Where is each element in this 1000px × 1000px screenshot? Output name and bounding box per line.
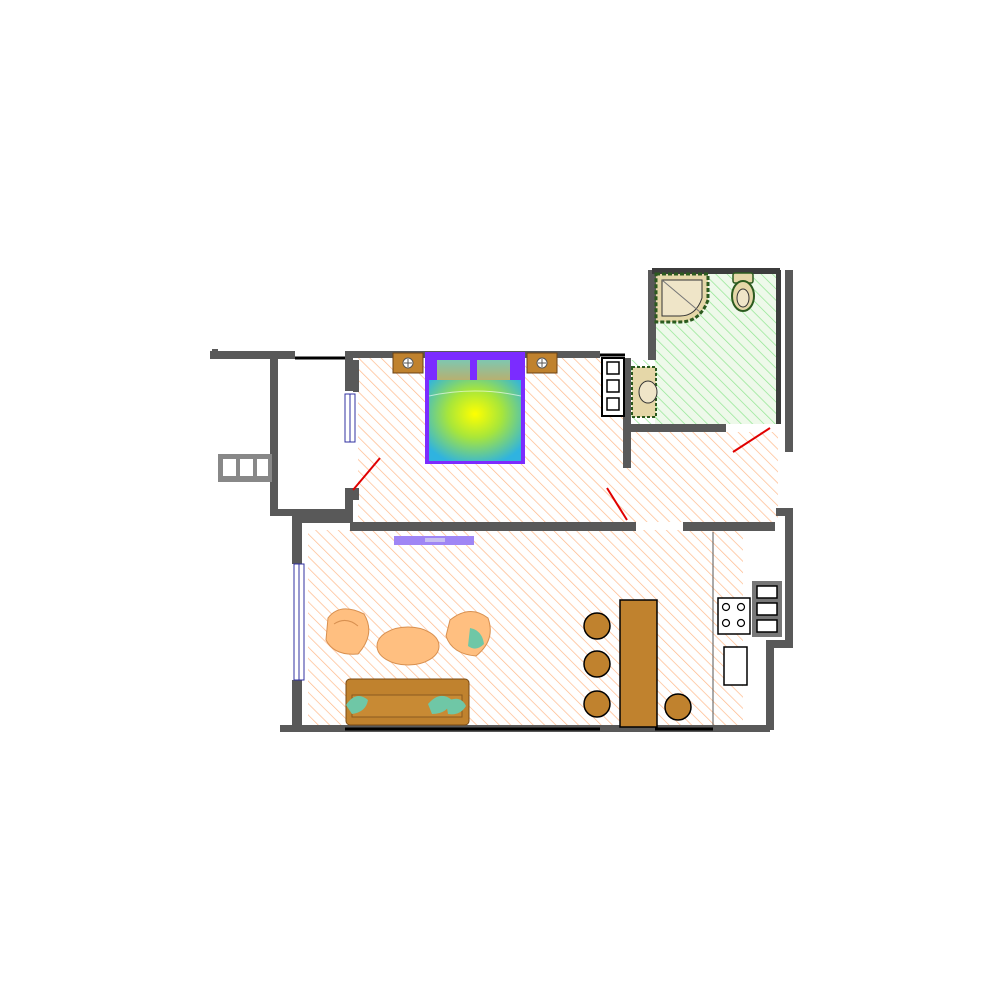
bedroom-radiator-icon: [601, 357, 625, 417]
stool-icon: [583, 612, 611, 640]
toilet-icon: [731, 272, 755, 312]
armchair-right-icon: [445, 611, 491, 657]
walls: [210, 268, 793, 732]
kitchen-radiator-icon: [752, 581, 782, 637]
cushion-icon: [346, 696, 368, 714]
stool-icon: [583, 650, 611, 678]
windows: [293, 393, 356, 681]
hall-floor: [628, 432, 778, 522]
stool-icon: [664, 693, 692, 721]
sofa-icon: [345, 678, 470, 726]
bar-counter-icon: [619, 599, 658, 728]
cushion-icon: [446, 698, 466, 715]
shower-icon: [654, 272, 710, 324]
kitchen-sink-icon: [723, 646, 748, 686]
doors: [352, 427, 771, 521]
balcony-radiator-icon: [218, 454, 272, 482]
armchair-left-icon: [325, 608, 370, 655]
cushion-icon: [428, 695, 452, 714]
balcony-door-icon: [352, 457, 381, 491]
stool-icon: [583, 690, 611, 718]
stove-icon: [717, 597, 751, 635]
pillow-icon: [477, 360, 510, 380]
nightstand-right-icon: [526, 352, 558, 374]
bed-icon: [425, 352, 525, 464]
bedroom-door-icon: [606, 487, 628, 521]
pillow-icon: [437, 360, 470, 380]
floor-areas: [308, 272, 778, 725]
tv-unit-icon: [394, 536, 474, 545]
bar-stools: [583, 612, 692, 721]
nightstand-left-icon: [392, 352, 424, 374]
bathroom-door-icon: [732, 427, 771, 453]
sink-icon: [631, 366, 658, 418]
coffee-table-icon: [376, 626, 440, 666]
